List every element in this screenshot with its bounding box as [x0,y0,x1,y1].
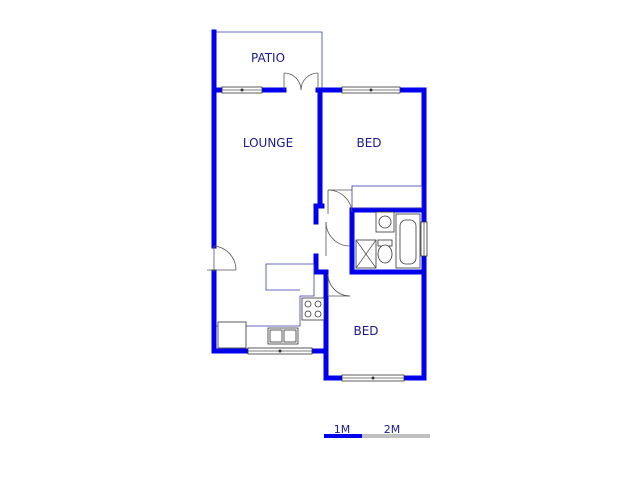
bed-lower-door [327,273,351,297]
window-bed-upper [341,86,401,94]
patio-double-door [283,72,319,91]
bed-upper-cupboard [351,185,423,209]
toilet-icon [377,239,393,264]
scale-label-1m: 1M [334,423,351,436]
basin-icon [375,211,395,233]
bathroom-door [325,221,351,256]
doors [207,72,353,297]
sink-icon [267,327,299,345]
entrance-door [207,245,237,272]
windows [221,86,428,382]
window-bathroom [420,221,428,257]
kitchen [216,263,325,349]
scale-label-2m: 2M [384,423,401,436]
shower-icon [355,239,377,269]
room-label-bed-upper: BED [356,136,381,150]
room-label-lounge: LOUNGE [243,136,293,150]
window-lounge-top [221,86,263,94]
window-kitchen [247,347,313,355]
stove-icon [301,297,325,321]
patio-outline [214,31,323,90]
bathtub-icon [395,213,421,269]
bathroom-fixtures [355,211,421,269]
scale-bar: 1M 2M [324,423,430,438]
bed-upper-door [327,189,353,214]
window-bed-lower [341,374,405,382]
interior-walls [313,87,427,354]
room-label-bed-lower: BED [353,324,378,338]
fridge-icon [217,321,247,349]
room-label-patio: PATIO [251,51,285,65]
